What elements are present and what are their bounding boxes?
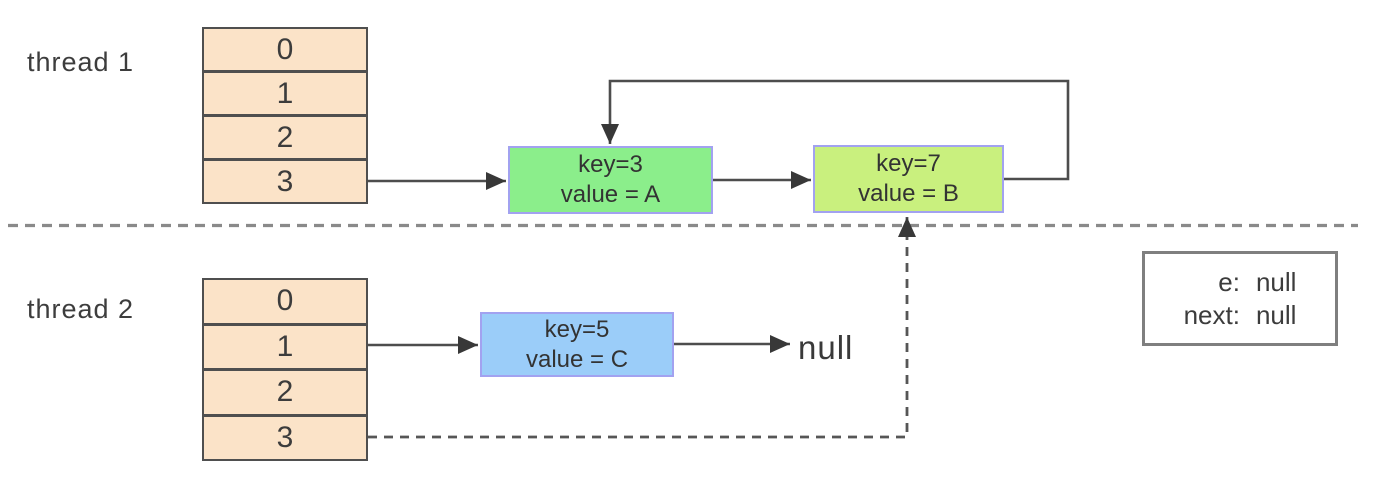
node-key7: key=7 value = B xyxy=(813,145,1004,213)
thread1-bucket-1: 1 xyxy=(204,70,366,114)
thread2-bucket-array: 0 1 2 3 xyxy=(202,278,368,461)
thread1-bucket-3: 3 xyxy=(204,158,366,202)
pointer-next-value: null xyxy=(1255,300,1297,330)
pointer-e-value: null xyxy=(1255,267,1297,297)
pointer-e-label: e: xyxy=(1218,267,1240,297)
thread1-bucket-0: 0 xyxy=(276,32,294,66)
thread1-bucket-array: 0 1 2 3 xyxy=(202,27,368,204)
thread1-label: thread 1 xyxy=(27,47,135,77)
node-key3: key=3 value = A xyxy=(508,146,713,214)
node-key5-value: value = C xyxy=(525,345,629,373)
node-key7-key: key=7 xyxy=(876,150,941,177)
thread2-label: thread 2 xyxy=(27,294,135,324)
node-key3-value: value = A xyxy=(560,181,661,208)
node-key5: key=5 value = C xyxy=(480,312,674,377)
pointer-state-box: e: null next: null xyxy=(1142,251,1338,346)
thread1-bucket-2: 2 xyxy=(204,114,366,158)
node-key7-value: value = B xyxy=(858,180,959,207)
node-key3-key: key=3 xyxy=(578,151,643,178)
thread2-bucket-1: 1 xyxy=(204,322,366,369)
thread2-bucket-0: 0 xyxy=(276,284,294,318)
null-terminator-label: null xyxy=(798,329,854,366)
pointer-next-label: next: xyxy=(1183,300,1240,330)
thread2-bucket-3: 3 xyxy=(204,413,366,460)
thread2-bucket-2: 2 xyxy=(204,368,366,414)
node-key5-key: key=5 xyxy=(544,315,610,343)
